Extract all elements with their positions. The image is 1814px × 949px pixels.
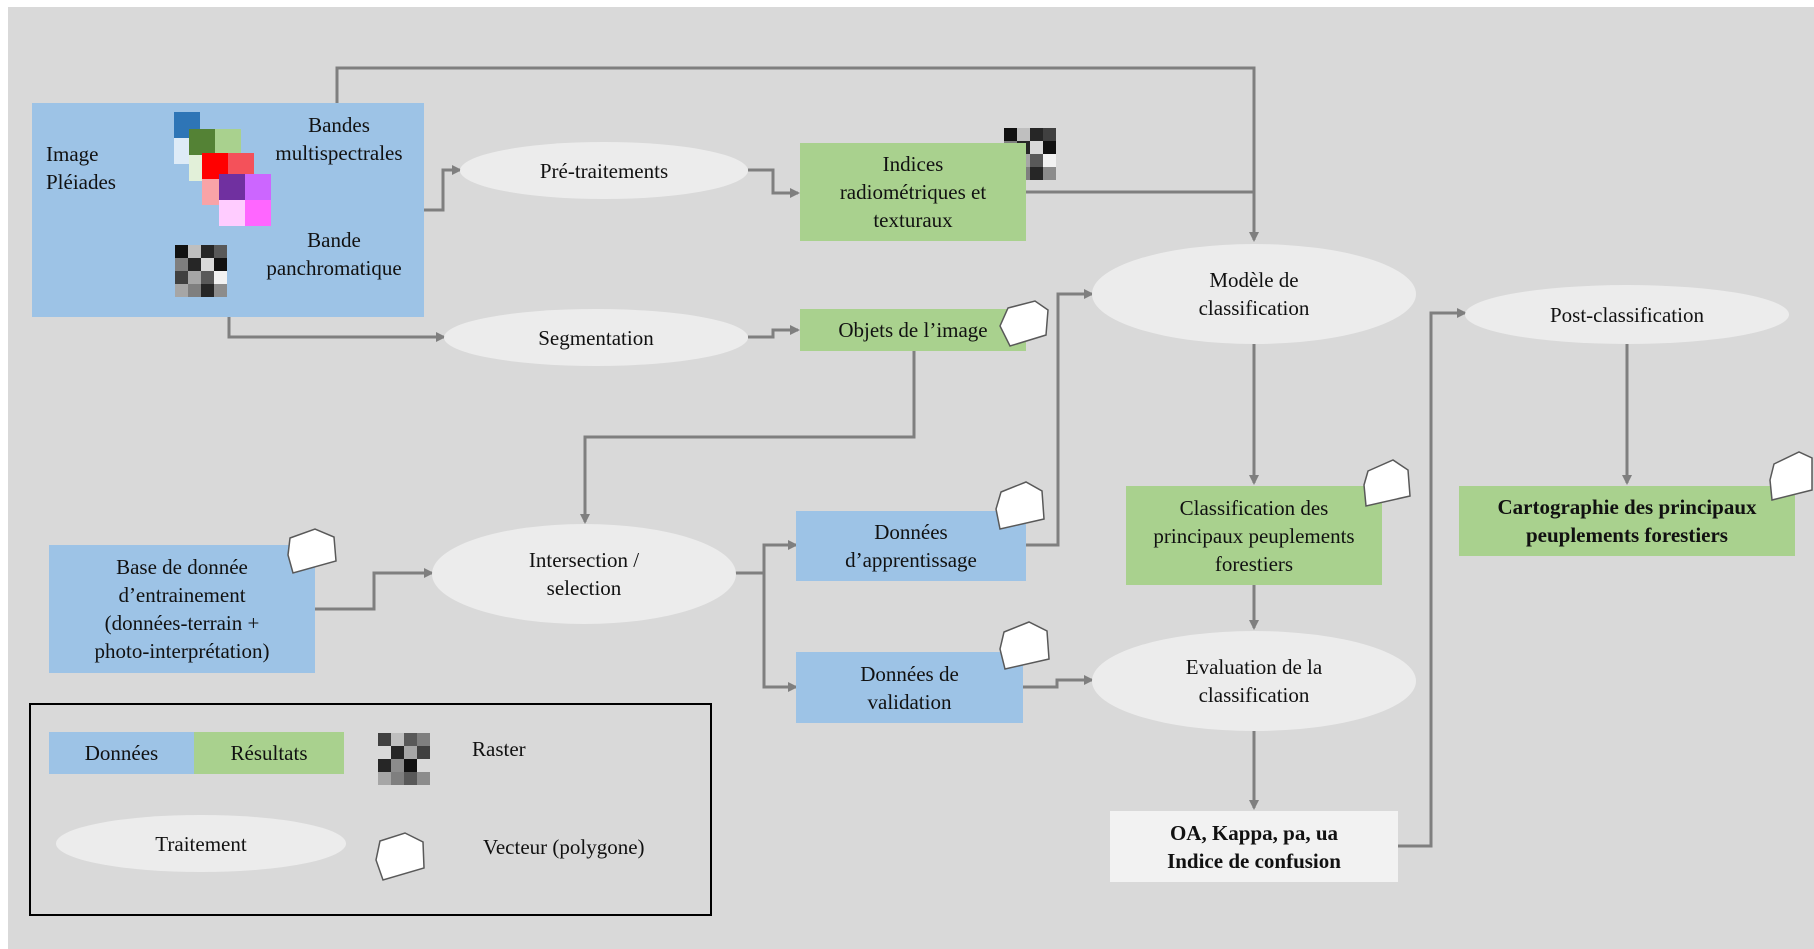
legend-traitement: Traitement bbox=[56, 815, 346, 872]
indices-radiometriques-result: Indices radiométriques et texturaux bbox=[800, 143, 1026, 241]
arrow-image-to-segmentation bbox=[227, 317, 446, 342]
segmentation-process: Segmentation bbox=[444, 309, 748, 366]
legend-vecteur-label: Vecteur (polygone) bbox=[483, 835, 645, 859]
legend-raster-label: Raster bbox=[472, 737, 526, 761]
evaluation-classification-process: Evaluation de la classification bbox=[1092, 631, 1416, 731]
bande-panchromatique-label: Bande panchromatique bbox=[266, 228, 402, 280]
arrow-segmentation-to-objets bbox=[748, 325, 800, 339]
pretraitements-process: Pré-traitements bbox=[460, 142, 748, 199]
arrow-intersection-to-validation bbox=[762, 573, 798, 692]
arrow-image-to-pretraitements bbox=[424, 165, 462, 212]
arrow-validation-to-evaluation bbox=[1023, 675, 1094, 689]
oa-kappa-result: OA, Kappa, pa, ua Indice de confusion bbox=[1110, 811, 1398, 882]
classification-peuplements-result: Classification des principaux peuplement… bbox=[1126, 486, 1382, 585]
donnees-validation-data: Données de validation bbox=[796, 652, 1023, 723]
image-pleiades-label: Image Pléiades bbox=[46, 142, 116, 194]
arrow-pretraitements-to-indices bbox=[748, 168, 800, 198]
intersection-selection-process: Intersection / selection bbox=[432, 524, 736, 624]
bandes-multispectrales-label: Bandes multispectrales bbox=[275, 113, 403, 165]
arrow-apprentissage-to-modele bbox=[1026, 289, 1094, 547]
arrow-objets-to-intersection bbox=[580, 351, 916, 524]
modele-classification-process: Modèle de classification bbox=[1092, 244, 1416, 344]
arrow-base-to-intersection bbox=[315, 568, 434, 611]
arrow-oa-to-postclassification bbox=[1398, 308, 1467, 848]
objets-image-result: Objets de l’image bbox=[800, 309, 1026, 351]
cartographie-peuplements-result: Cartographie des principaux peuplements … bbox=[1459, 486, 1795, 556]
arrow-image-to-modele bbox=[335, 66, 1259, 242]
legend-resultats: Résultats bbox=[194, 732, 344, 774]
donnees-apprentissage-data: Données d’apprentissage bbox=[796, 511, 1026, 581]
base-donnee-entrainement-data: Base de donnée d’entrainement (données-t… bbox=[49, 545, 315, 673]
post-classification-process: Post-classification bbox=[1465, 285, 1789, 344]
legend-frame bbox=[29, 703, 712, 916]
arrow-intersection-to-apprentissage bbox=[735, 540, 798, 575]
legend-donnees: Données bbox=[49, 732, 194, 774]
